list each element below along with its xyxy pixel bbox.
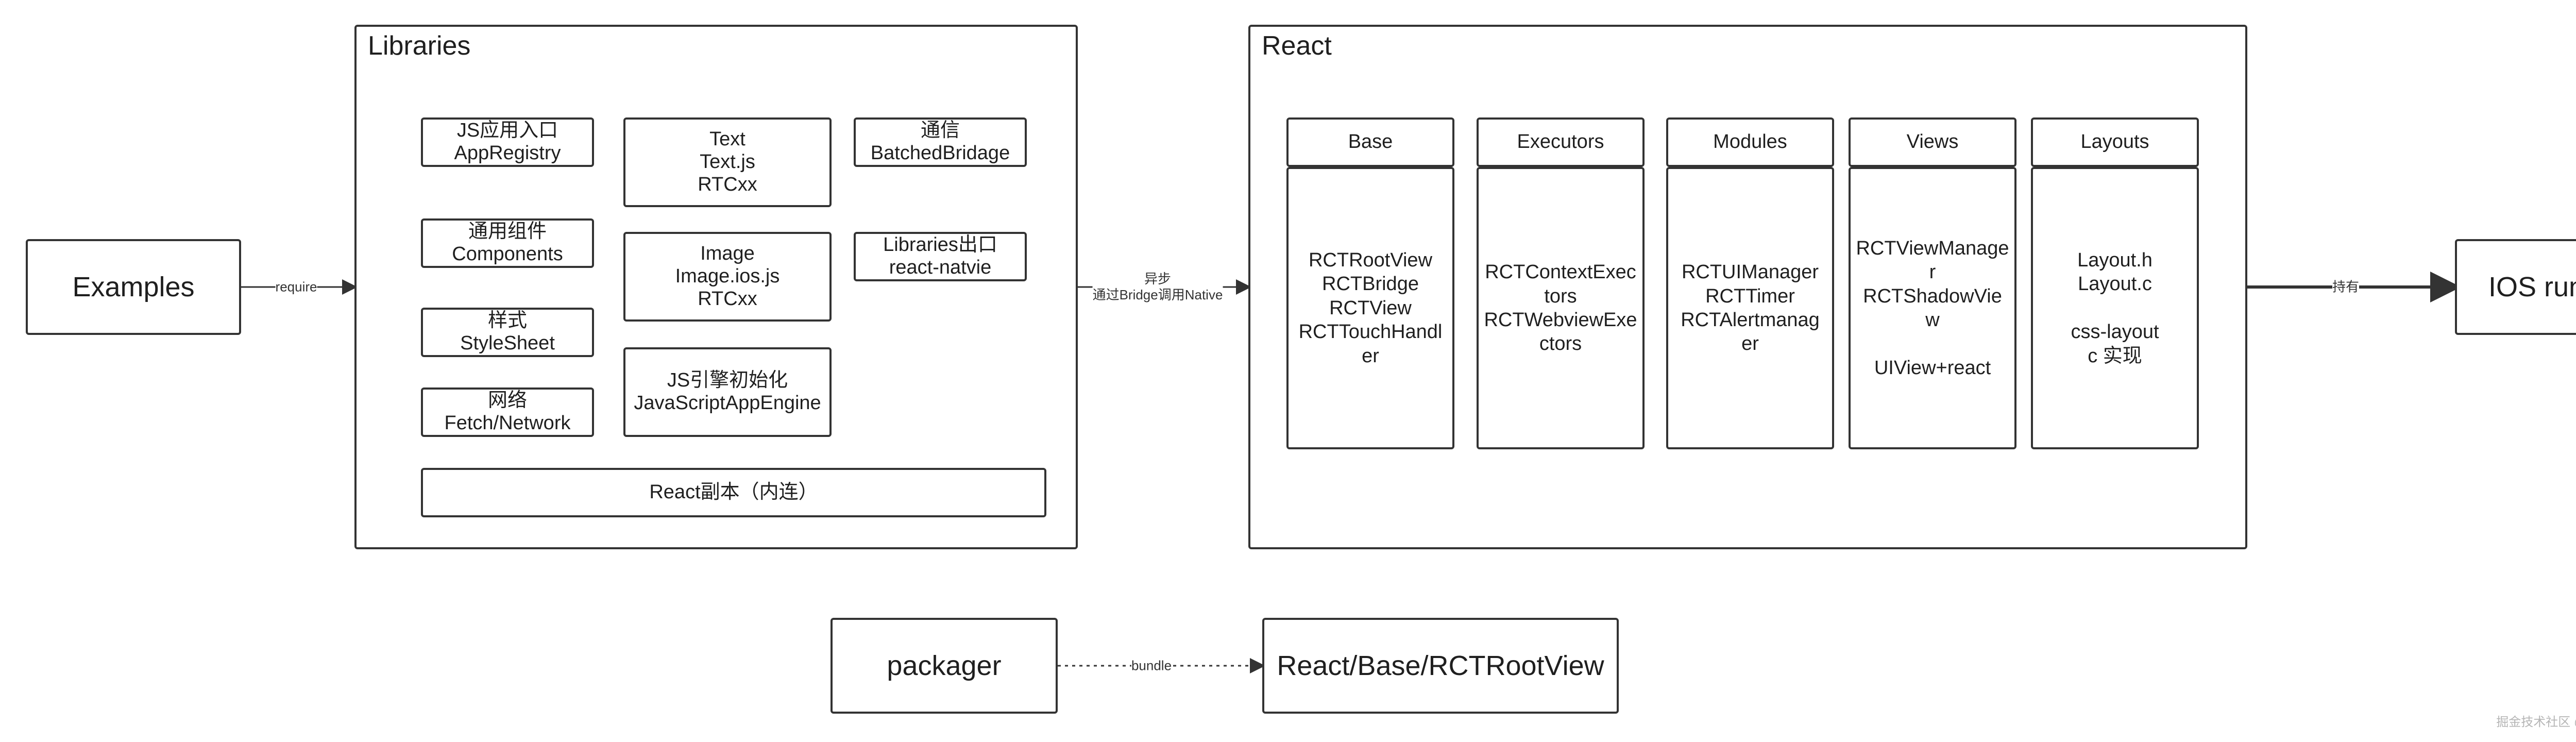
react-title: React: [1262, 31, 1332, 61]
react-modules-body-label: RCTUIManager RCTTimer RCTAlertmanag er: [1681, 261, 1820, 355]
library-stylesheet-label: 样式 StyleSheet: [460, 310, 555, 354]
library-text: Text Text.js RTCxx: [623, 117, 832, 207]
edge-label-async-bridge: 异步 通过Bridge调用Native: [1092, 271, 1223, 303]
library-export-label: Libraries出口 react-natvie: [883, 234, 997, 278]
packager-label: packager: [887, 650, 1002, 681]
library-batched-bridge-label: 通信 BatchedBridage: [870, 120, 1010, 164]
library-stylesheet: 样式 StyleSheet: [421, 308, 594, 357]
library-network: 网络 Fetch/Network: [421, 387, 594, 437]
react-base-header: Base: [1286, 117, 1454, 167]
react-executors-header: Executors: [1477, 117, 1645, 167]
library-react-copy-label: React副本（内连）: [649, 481, 818, 503]
library-react-copy: React副本（内连）: [421, 468, 1046, 517]
library-network-label: 网络 Fetch/Network: [444, 390, 571, 434]
libraries-title: Libraries: [368, 31, 471, 61]
react-modules-header: Modules: [1666, 117, 1834, 167]
library-components-label: 通用组件 Components: [452, 221, 563, 265]
react-modules-header-label: Modules: [1713, 131, 1787, 153]
examples-label: Examples: [72, 271, 195, 302]
react-executors-header-label: Executors: [1517, 131, 1604, 153]
react-executors-body-label: RCTContextExec tors RCTWebviewExe ctors: [1484, 261, 1637, 355]
packager-node: packager: [831, 618, 1058, 714]
library-js-entry: JS应用入口 AppRegistry: [421, 117, 594, 167]
react-views-body-label: RCTViewManage r RCTShadowVie w UIView+re…: [1856, 237, 2009, 379]
react-base-rctrootview-label: React/Base/RCTRootView: [1277, 650, 1604, 681]
watermark: 掘金技术社区 @ 西部荒野子: [2496, 715, 2576, 729]
react-base-body-label: RCTRootView RCTBridge RCTView RCTTouchHa…: [1298, 249, 1443, 367]
react-base-header-label: Base: [1348, 131, 1393, 153]
react-layouts-header-label: Layouts: [2080, 131, 2149, 153]
library-batched-bridge: 通信 BatchedBridage: [854, 117, 1027, 167]
react-views-body: RCTViewManage r RCTShadowVie w UIView+re…: [1849, 167, 2016, 449]
react-views-header: Views: [1849, 117, 2016, 167]
react-base-body: RCTRootView RCTBridge RCTView RCTTouchHa…: [1286, 167, 1454, 449]
react-layouts-header: Layouts: [2031, 117, 2199, 167]
ios-runtime-label: IOS runtime: [2488, 271, 2576, 302]
react-modules-body: RCTUIManager RCTTimer RCTAlertmanag er: [1666, 167, 1834, 449]
edge-label-require: require: [275, 279, 317, 295]
react-executors-body: RCTContextExec tors RCTWebviewExe ctors: [1477, 167, 1645, 449]
library-components: 通用组件 Components: [421, 218, 594, 268]
library-export: Libraries出口 react-natvie: [854, 232, 1027, 281]
library-js-entry-label: JS应用入口 AppRegistry: [454, 120, 561, 164]
library-image: Image Image.ios.js RTCxx: [623, 232, 832, 322]
react-views-header-label: Views: [1906, 131, 1959, 153]
library-js-engine-label: JS引擎初始化 JavaScriptAppEngine: [634, 369, 821, 414]
react-layouts-body-label: Layout.h Layout.c css-layout c 实现: [2071, 249, 2159, 367]
examples-node: Examples: [26, 239, 241, 335]
react-base-rctrootview-node: React/Base/RCTRootView: [1262, 618, 1619, 714]
edge-label-hold: 持有: [2332, 279, 2360, 295]
react-layouts-body: Layout.h Layout.c css-layout c 实现: [2031, 167, 2199, 449]
library-image-label: Image Image.ios.js RTCxx: [675, 243, 780, 310]
library-js-engine: JS引擎初始化 JavaScriptAppEngine: [623, 347, 832, 437]
edge-label-bundle: bundle: [1131, 657, 1172, 674]
ios-runtime-node: IOS runtime: [2455, 239, 2576, 335]
library-text-label: Text Text.js RTCxx: [698, 128, 757, 195]
